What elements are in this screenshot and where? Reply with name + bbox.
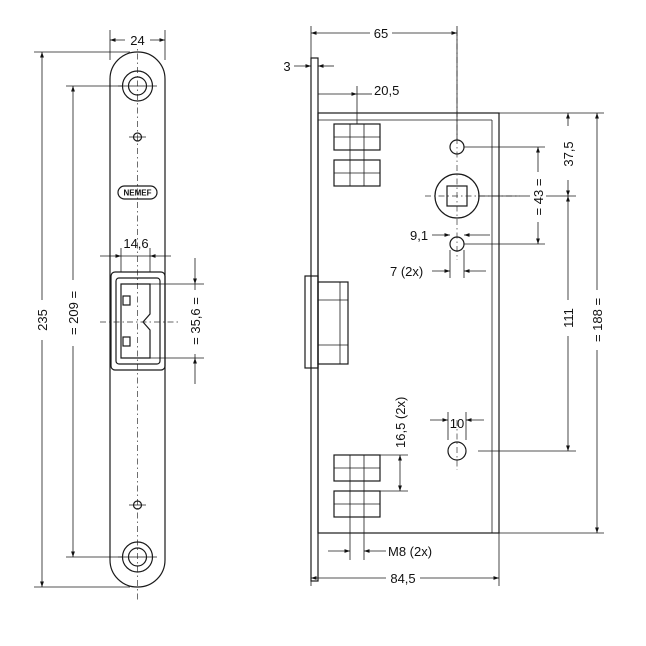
dim-latch-width-text: 14,6 [123, 236, 148, 251]
dim-faceplate-thickness-text: 3 [283, 59, 290, 74]
dim-total-height: 235 [34, 51, 130, 588]
dim-backset: 65 [310, 25, 458, 140]
brand-logo-text: NEMEF [124, 189, 152, 198]
dim-hole-diameter-text: 7 (2x) [390, 264, 423, 279]
small-hole-bottom [129, 500, 146, 510]
dim-faceplate-thickness: 3 [283, 59, 334, 74]
dim-lower-strike: 16,5 (2x) [380, 397, 408, 492]
dim-hole-diameter: 7 (2x) [390, 250, 486, 279]
latch-opening [100, 271, 180, 371]
dim-thread: M8 (2x) [328, 517, 432, 560]
dim-screw-spacing-text: = 209 = [66, 291, 81, 335]
upper-blocks [333, 123, 381, 187]
dim-hole-spacing: 111 [478, 196, 576, 452]
dim-case-height: = 188 = [499, 112, 605, 534]
top-screw-hole [118, 70, 157, 102]
front-view: NEMEF 24 235 [34, 30, 204, 600]
dim-latch-height-text: = 35,6 = [188, 297, 203, 345]
dim-lower-strike-text: 16,5 (2x) [393, 397, 408, 448]
bottom-screw-hole [118, 541, 157, 573]
dim-total-height-text: 235 [35, 309, 50, 331]
dim-thread-text: M8 (2x) [388, 544, 432, 559]
dim-follower-offset: 37,5 [478, 112, 576, 197]
lower-blocks [333, 454, 381, 518]
dim-latch-width: 14,6 [100, 236, 171, 272]
dim-backset-text: 65 [374, 26, 388, 41]
lower-hole [447, 420, 467, 470]
dim-lower-hole: 10 [430, 412, 484, 440]
dim-case-height-text: = 188 = [590, 298, 605, 342]
dim-strike-offset: 20,5 [318, 83, 399, 124]
dim-follower-to-hole: = 43 = [464, 146, 546, 245]
dim-strike-offset-text: 20,5 [374, 83, 399, 98]
dim-lower-hole-text: 10 [450, 416, 464, 431]
dim-faceplate-width-text: 24 [130, 33, 144, 48]
dim-hole-offset-text: 9,1 [410, 228, 428, 243]
brand-logo: NEMEF [117, 185, 158, 200]
dim-latch-height: = 35,6 = [150, 258, 204, 384]
dim-screw-spacing: = 209 = [65, 85, 122, 558]
dim-hole-spacing-text: 111 [561, 308, 576, 328]
small-hole-top [129, 132, 146, 142]
dim-follower-to-hole-text: = 43 = [531, 179, 546, 216]
dim-case-depth-text: 84,5 [390, 571, 415, 586]
dim-faceplate-width: 24 [109, 30, 166, 60]
dim-case-depth: 84,5 [310, 533, 500, 586]
side-faceplate [310, 57, 319, 582]
side-latch-bolt [304, 275, 349, 369]
dim-hole-offset: 9,1 [410, 228, 490, 243]
dim-follower-offset-text: 37,5 [561, 141, 576, 166]
side-view: 65 3 20,5 37,5 = 43 = [283, 25, 605, 586]
